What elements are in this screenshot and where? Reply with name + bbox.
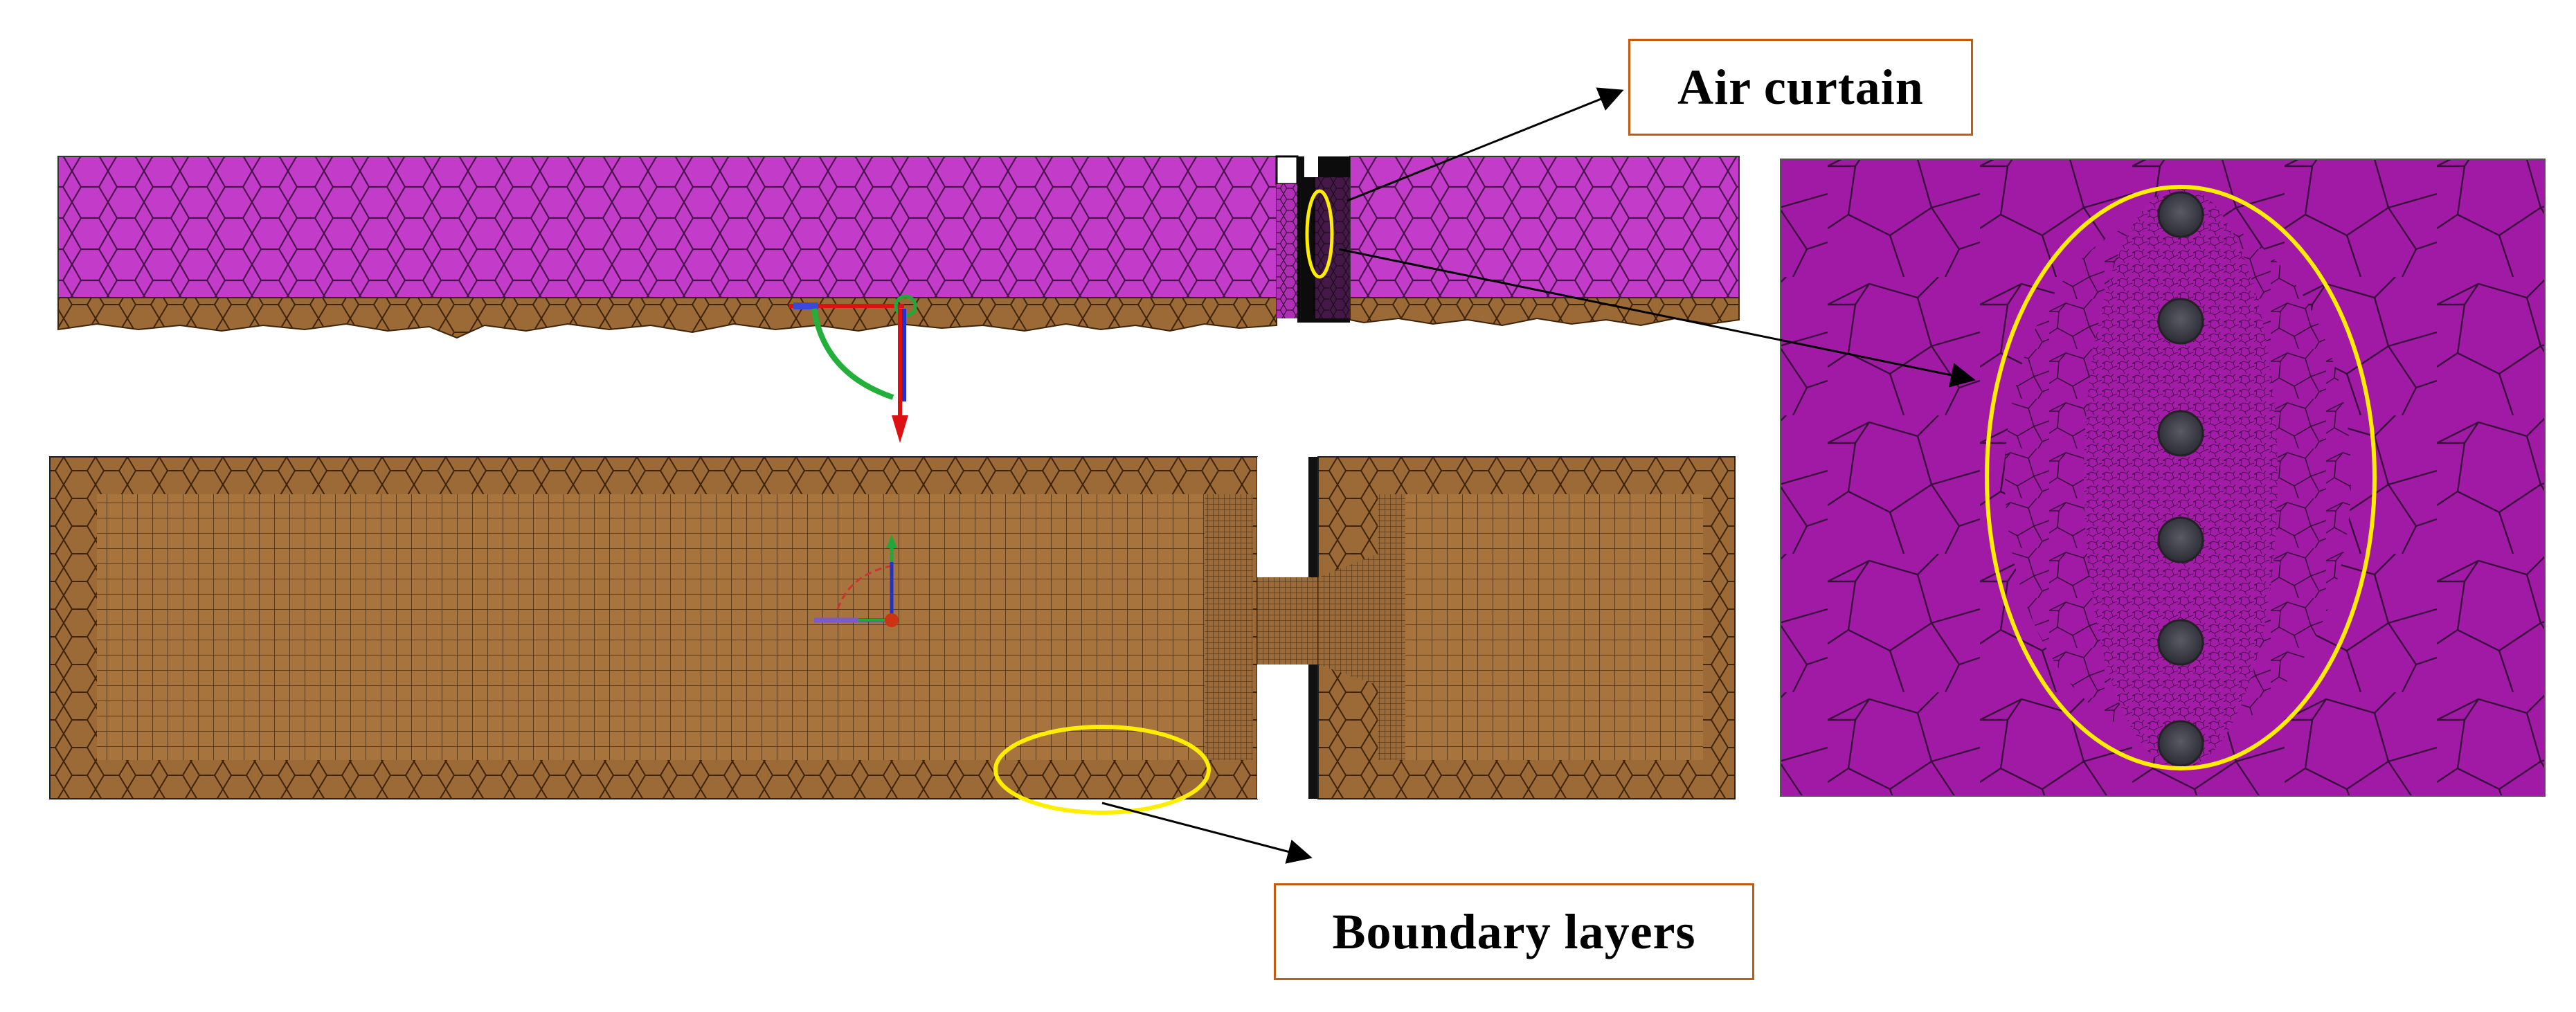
nozzle-circle [2157, 410, 2204, 457]
zoom-panel [1780, 159, 2546, 797]
side-view-mesh [57, 155, 1740, 339]
arrow-boundary-layers [1101, 802, 1313, 864]
air-curtain-highlight [1305, 189, 1334, 279]
boundary-layers-label: Boundary layers [1274, 883, 1754, 980]
rotation-arc-icon [811, 308, 894, 400]
nozzle-circle [2157, 619, 2204, 666]
coordinate-triad-icon [814, 534, 899, 627]
coordinate-triad-icon [789, 294, 917, 443]
nozzle-tubes [2157, 191, 2204, 767]
zoom-highlight [1985, 185, 2377, 770]
nozzle-circle [2157, 516, 2204, 563]
boundary-layers-highlight [993, 725, 1211, 815]
arrow-air-curtain [1346, 87, 1624, 202]
nozzle-circle [2157, 191, 2204, 238]
air-curtain-label: Air curtain [1628, 39, 1973, 136]
plan-view-mesh [49, 456, 1736, 799]
arrow-zoom [1338, 248, 1976, 388]
nozzle-circle [2157, 298, 2204, 345]
leader-arrows [1101, 87, 1976, 864]
nozzle-circle [2157, 720, 2204, 767]
